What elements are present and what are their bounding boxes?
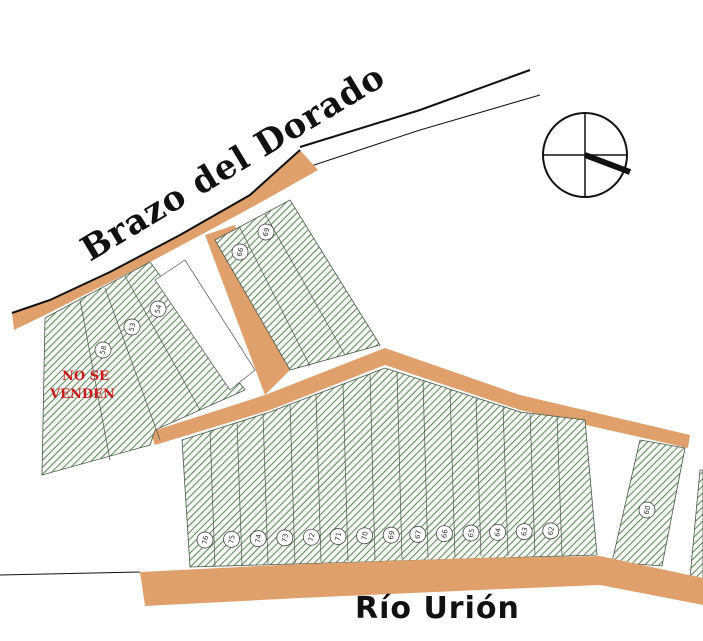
lot-label: 58 — [98, 345, 108, 356]
lot-label: 65 — [467, 528, 476, 538]
lot-label: 76 — [201, 534, 211, 545]
lot-label: 71 — [334, 531, 343, 541]
lot-label: 74 — [254, 533, 264, 544]
lot-label: 66 — [235, 246, 245, 257]
lot-label: 69 — [387, 530, 396, 540]
lot-far-right — [689, 469, 703, 581]
lot-number: 72 — [303, 528, 320, 546]
north-compass-icon — [542, 112, 632, 198]
river-edge-line — [0, 571, 141, 576]
lot-label: 73 — [281, 533, 290, 543]
lot-label: 67 — [414, 529, 423, 539]
lot-number: 71 — [329, 528, 347, 545]
lot-label: 70 — [360, 531, 369, 541]
lot-block-no-sale-lines — [79, 275, 201, 461]
road-lower-band — [150, 348, 690, 448]
lot-label: 53 — [127, 322, 137, 333]
lot-label: 63 — [520, 527, 529, 537]
lot-number: 63 — [515, 523, 533, 540]
open-space — [154, 259, 256, 391]
lots-top-right: 69 66 — [231, 223, 275, 261]
road-edge-line — [11, 149, 301, 314]
lot-block-no-sale — [41, 261, 246, 476]
no-sale-line-1: NO SE — [62, 369, 109, 384]
lot-number: 73 — [276, 529, 294, 547]
lot-number: 66 — [436, 525, 453, 543]
no-sale-label: NO SE VENDEN — [49, 369, 115, 402]
lot-label: 69 — [261, 227, 271, 238]
lot-number: 53 — [123, 318, 141, 336]
lot-block-upper-lines — [239, 213, 346, 367]
lot-number: 67 — [409, 526, 427, 543]
lot-number: 58 — [94, 341, 112, 359]
lot-number: 62 — [542, 522, 560, 540]
lot-number: 74 — [249, 530, 267, 547]
road-connector — [205, 225, 290, 395]
lot-number: 75 — [223, 530, 240, 548]
river-bank-top — [299, 69, 541, 169]
lot-number: 64 — [489, 523, 506, 541]
lot-label: 72 — [307, 532, 316, 542]
river-label: Río Urión — [355, 591, 520, 626]
lot-number: 54 — [149, 300, 167, 318]
lot-number: 65 — [462, 524, 480, 542]
lot-number: 66 — [231, 243, 249, 261]
lot-label: 60 — [642, 505, 652, 516]
lots-top-left: 58 53 54 — [94, 300, 167, 359]
lot-label: 54 — [153, 303, 163, 314]
lot-block-main — [181, 367, 598, 568]
lot-number: 69 — [382, 526, 400, 544]
lot-block-main-lines — [209, 371, 563, 567]
road-brazo-del-dorado — [12, 150, 318, 330]
lots-bottom: 76 75 74 73 72 71 70 69 67 66 65 64 63 62 — [196, 522, 560, 549]
lot-number: 76 — [196, 531, 214, 549]
no-sale-line-2: VENDEN — [49, 387, 115, 402]
lot-label: 75 — [227, 534, 236, 544]
lot-number: 60 — [638, 501, 656, 519]
lot-label: 62 — [547, 526, 556, 536]
river-bank-urion — [140, 556, 703, 606]
lot-label: 64 — [493, 527, 503, 538]
lot-block-upper — [214, 199, 381, 371]
lot-number: 70 — [356, 527, 373, 545]
lot-label: 66 — [440, 528, 450, 539]
lot-number: 69 — [257, 223, 275, 241]
